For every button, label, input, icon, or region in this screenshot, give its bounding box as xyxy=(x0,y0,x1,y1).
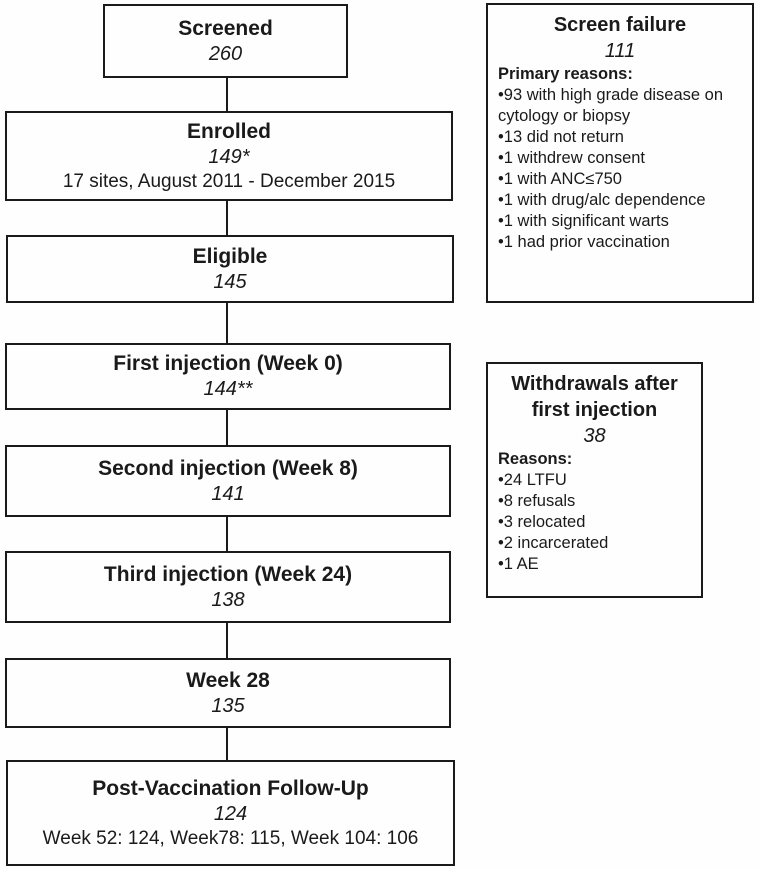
flow-box-screened: Screened 260 xyxy=(103,4,348,78)
flow-box-third-injection: Third injection (Week 24) 138 xyxy=(5,551,451,623)
box-title: Enrolled xyxy=(186,119,271,143)
box-count: 138 xyxy=(211,588,245,611)
connector-enrolled-eligible xyxy=(226,200,228,235)
flow-box-first-injection: First injection (Week 0) 144** xyxy=(5,343,451,410)
connector-third-week28 xyxy=(226,622,228,658)
box-title: Second injection (Week 8) xyxy=(98,456,358,480)
side-box-title: Screen failure xyxy=(553,14,687,36)
box-title: Week 28 xyxy=(186,668,270,692)
box-subtitle: 17 sites, August 2011 - December 2015 xyxy=(62,170,396,192)
reason-item: •1 with significant warts xyxy=(498,212,669,230)
box-count: 144** xyxy=(203,378,253,400)
connector-eligible-first xyxy=(226,302,228,343)
side-box-withdrawals: Withdrawals after first injection 38 Rea… xyxy=(486,362,703,598)
box-count: 149* xyxy=(208,145,250,168)
reason-item: •1 had prior vaccination xyxy=(498,233,670,251)
reasons-label: Primary reasons: xyxy=(498,65,633,83)
connector-screened-enrolled xyxy=(226,78,228,111)
box-subtitle: Week 52: 124, Week78: 115, Week 104: 106 xyxy=(42,827,419,849)
reason-item: •93 with high grade disease on cytology … xyxy=(498,86,724,125)
reason-item: •1 withdrew consent xyxy=(498,149,646,167)
connector-first-second xyxy=(226,409,228,445)
box-count: 141 xyxy=(211,482,245,505)
flow-box-enrolled: Enrolled 149* 17 sites, August 2011 - De… xyxy=(5,111,453,201)
side-box-count: 111 xyxy=(604,40,636,62)
flow-box-eligible: Eligible 145 xyxy=(6,235,454,303)
box-count: 260 xyxy=(208,42,243,65)
box-count: 145 xyxy=(213,270,247,293)
reason-item: •2 incarcerated xyxy=(498,534,609,552)
reason-item: •1 with drug/alc dependence xyxy=(498,191,706,209)
box-count: 135 xyxy=(211,694,245,717)
box-title: Eligible xyxy=(192,244,268,268)
connector-second-third xyxy=(226,516,228,551)
box-count: 124 xyxy=(213,802,248,825)
box-title: Screened xyxy=(178,16,273,40)
reason-item: •3 relocated xyxy=(498,513,586,531)
box-title: Post-Vaccination Follow-Up xyxy=(92,776,369,800)
side-box-count: 38 xyxy=(583,425,606,447)
connector-week28-followup xyxy=(226,727,228,760)
reason-item: •24 LTFU xyxy=(498,471,567,489)
reason-item: •1 AE xyxy=(498,555,539,573)
side-box-screen-failure: Screen failure 111 Primary reasons: •93 … xyxy=(486,3,754,303)
reason-item: •13 did not return xyxy=(498,128,624,146)
reason-item: •1 with ANC≤750 xyxy=(498,170,622,188)
flow-box-week-28: Week 28 135 xyxy=(5,658,451,728)
reasons-label: Reasons: xyxy=(498,450,573,468)
box-title: Third injection (Week 24) xyxy=(103,562,353,586)
reason-item: •8 refusals xyxy=(498,492,576,510)
box-title: First injection (Week 0) xyxy=(113,352,343,375)
flow-box-second-injection: Second injection (Week 8) 141 xyxy=(5,445,451,517)
flow-box-post-vaccination-follow-up: Post-Vaccination Follow-Up 124 Week 52: … xyxy=(6,760,455,866)
side-box-title: Withdrawals after first injection xyxy=(511,373,678,421)
